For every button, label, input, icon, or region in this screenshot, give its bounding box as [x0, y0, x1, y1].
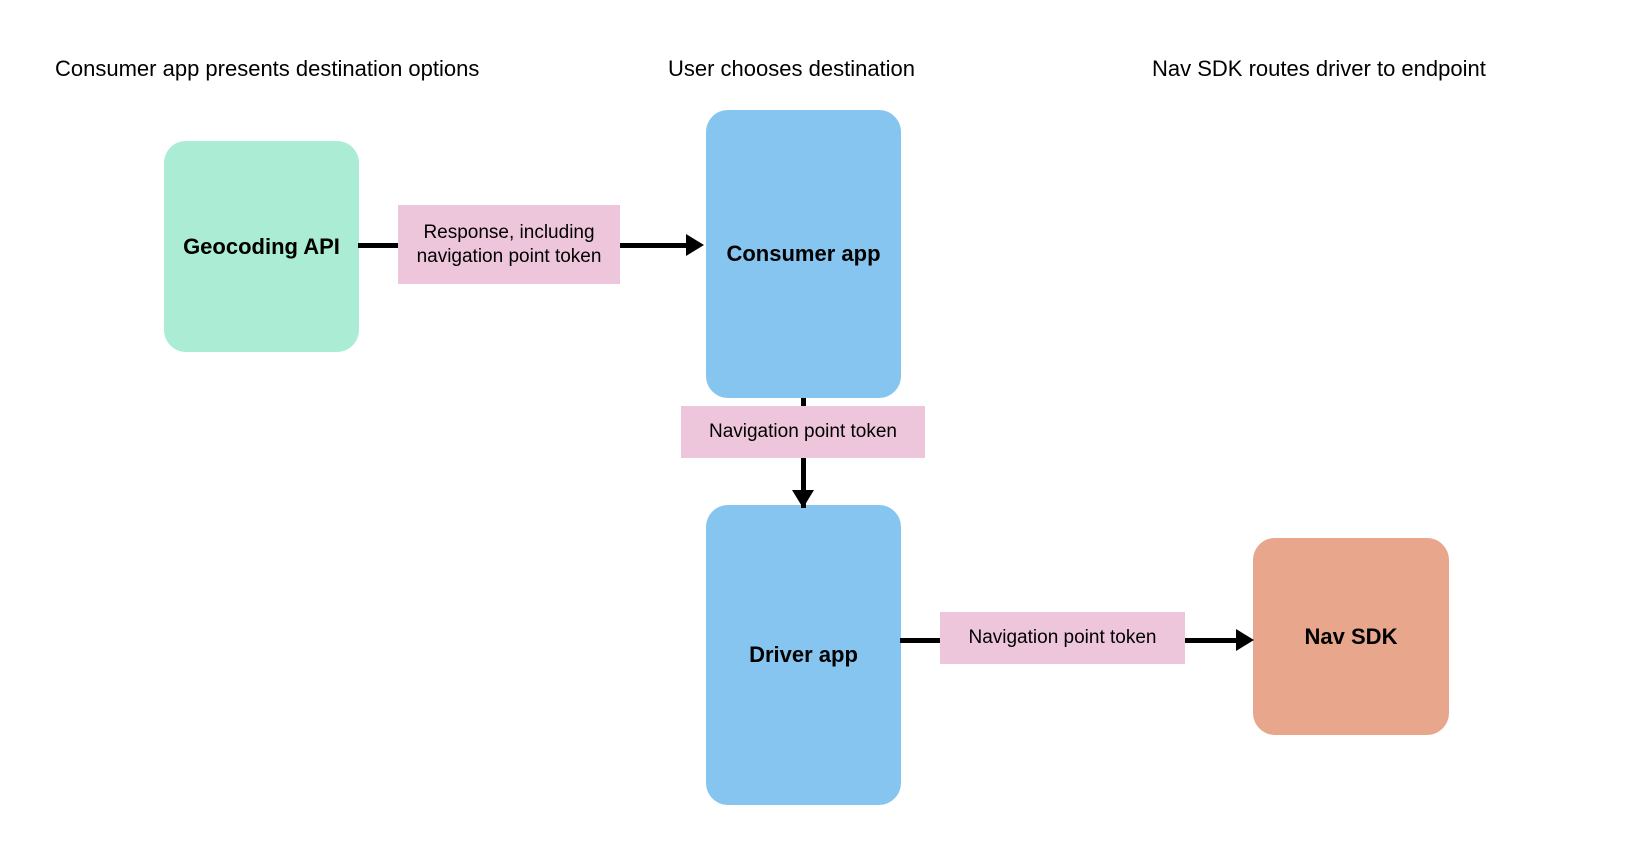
node-nav-sdk-label: Nav SDK	[1304, 623, 1398, 649]
arrowhead-geocoding-to-consumer-icon	[686, 234, 704, 256]
column-header-nav-sdk-routes: Nav SDK routes driver to endpoint	[1152, 56, 1486, 81]
column-header-consumer-options: Consumer app presents destination option…	[55, 56, 480, 81]
column-header-user-chooses: User chooses destination	[668, 56, 916, 81]
edge-label-navigation-point-token-vertical-text: Navigation point token	[708, 421, 897, 442]
edge-label-response-text: Response, including navigation point tok…	[416, 221, 602, 267]
node-geocoding-api[interactable]: Geocoding API	[164, 141, 359, 352]
arrowhead-consumer-to-driver-icon	[792, 490, 814, 508]
edge-label-navigation-point-token-horizontal-text: Navigation point token	[968, 627, 1157, 648]
edge-label-navigation-point-token-vertical: Navigation point token	[681, 406, 925, 458]
node-driver-app[interactable]: Driver app	[706, 505, 901, 805]
node-nav-sdk[interactable]: Nav SDK	[1253, 538, 1449, 735]
node-geocoding-api-label: Geocoding API	[183, 233, 340, 259]
node-consumer-app-label: Consumer app	[726, 241, 881, 266]
node-driver-app-label: Driver app	[749, 642, 858, 667]
edge-label-navigation-point-token-horizontal: Navigation point token	[940, 612, 1185, 664]
arrowhead-driver-to-navsdk-icon	[1236, 629, 1254, 651]
node-consumer-app[interactable]: Consumer app	[706, 110, 901, 398]
edge-label-response-navigation-point-token: Response, including navigation point tok…	[398, 205, 620, 284]
